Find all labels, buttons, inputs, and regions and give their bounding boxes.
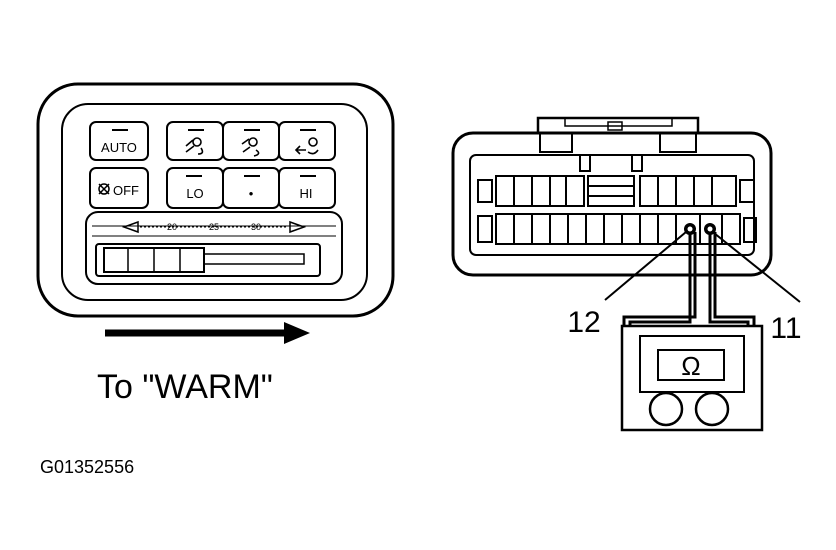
mode-button-feet[interactable]	[278, 121, 336, 161]
temp-scale-30: 30	[251, 222, 261, 232]
connector-housing	[451, 116, 773, 277]
connector-pin-12[interactable]	[684, 223, 696, 235]
ohmmeter: Ω	[620, 324, 764, 432]
mid-button[interactable]: •	[222, 167, 280, 209]
hi-button[interactable]: HI	[278, 167, 336, 209]
warm-arrow-icon	[289, 220, 307, 234]
connector-top-row-right	[639, 175, 755, 207]
pin-12-label: 12	[567, 306, 600, 339]
ohm-symbol: Ω	[681, 351, 700, 381]
temp-scale-25: 25	[209, 222, 219, 232]
vent-face-icon	[185, 137, 204, 155]
meter-jack-right[interactable]	[694, 391, 730, 427]
pin-11-leader	[713, 232, 801, 303]
connector-top-row-left	[477, 175, 585, 207]
hi-button-label: HI	[300, 186, 313, 201]
auto-button[interactable]: AUTO	[89, 121, 149, 161]
mode-button-face[interactable]	[166, 121, 224, 161]
connector-pin-11[interactable]	[704, 223, 716, 235]
pin-11-label: 11	[770, 312, 801, 345]
lo-button-label: LO	[186, 186, 203, 201]
meter-jack-left[interactable]	[648, 391, 684, 427]
auto-button-label: AUTO	[101, 140, 137, 155]
off-button-label: OFF	[113, 183, 139, 198]
connector-keys	[579, 154, 643, 207]
vent-feet-icon	[294, 137, 319, 155]
fan-icon	[98, 183, 110, 195]
direction-arrow	[105, 322, 310, 344]
temperature-slider[interactable]: 20 25 30	[85, 211, 343, 285]
temp-scale-20: 20	[167, 222, 177, 232]
pin-12-leader	[604, 231, 687, 301]
lo-button[interactable]: LO	[166, 167, 224, 209]
figure-code: G01352556	[40, 457, 134, 477]
ac-control-panel	[36, 82, 395, 318]
mid-button-label: •	[249, 186, 254, 201]
connector-bottom-row	[477, 213, 757, 245]
direction-label: To "WARM"	[97, 368, 273, 406]
temperature-slider-knob[interactable]	[103, 247, 205, 273]
mode-button-bilevel[interactable]	[222, 121, 280, 161]
cool-arrow-icon	[121, 220, 139, 234]
vent-bilevel-icon	[241, 137, 260, 157]
off-button[interactable]: OFF	[89, 167, 149, 209]
